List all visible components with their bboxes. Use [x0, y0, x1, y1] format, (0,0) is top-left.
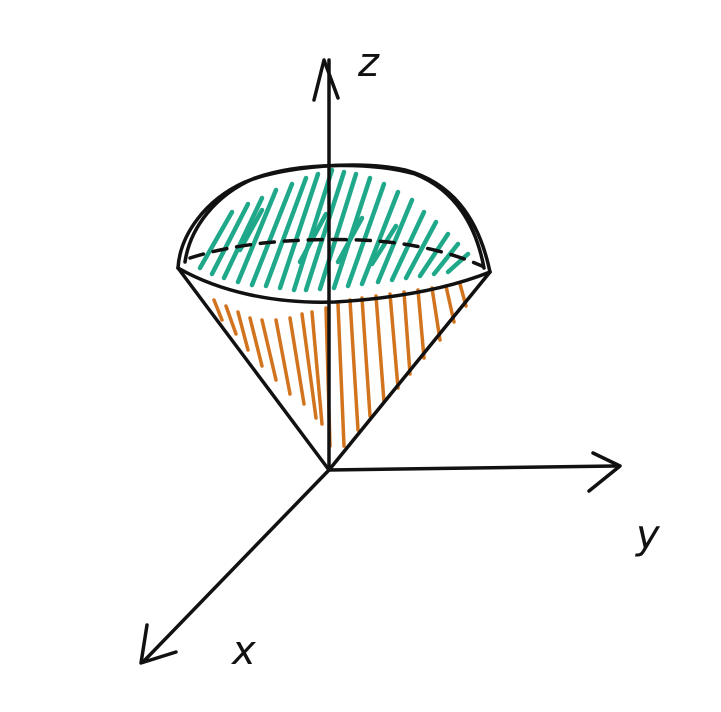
cone-hatch-stroke — [274, 318, 292, 396]
cap-hatch-stroke — [197, 209, 235, 271]
cap-hatch-stroke — [375, 197, 415, 285]
cap-hatch-stroke — [359, 189, 401, 287]
cap-hatch-stroke — [369, 223, 399, 267]
cone-hatch-stroke — [212, 298, 224, 322]
z-arrowhead — [312, 58, 340, 102]
x-axis-label: x — [230, 628, 256, 674]
cone-hatch-stroke — [348, 298, 360, 432]
cap-hatch-stroke — [335, 215, 365, 265]
cone-hatch-stroke — [248, 316, 264, 368]
cap-hatch-stroke — [277, 171, 321, 291]
y-arrowhead — [587, 451, 622, 493]
cap-hatch-stroke — [303, 169, 347, 293]
cap-hatch-stroke — [317, 171, 359, 292]
cone-hatch-stroke — [336, 302, 346, 448]
cone-hatch-stroke — [310, 310, 324, 426]
x-arrowhead — [139, 623, 178, 665]
cap-outline — [176, 163, 492, 274]
cone-hatch-stroke — [236, 310, 250, 352]
cone-hatch-stroke — [224, 304, 238, 336]
cap-hatch-stroke — [431, 241, 461, 277]
x-axis — [141, 468, 331, 664]
cap-hatch-stroke — [345, 181, 387, 289]
y-axis-label: y — [635, 512, 661, 558]
cone-hatch-stroke — [416, 288, 426, 360]
cap-hatch-stroke — [249, 181, 295, 288]
cone-hatch-stroke — [360, 296, 372, 418]
cap-hatch-stroke — [209, 201, 251, 277]
cone-left-edge — [176, 266, 331, 472]
cone-hatch-stroke — [374, 294, 386, 404]
cap-hatch-stroke — [221, 195, 265, 281]
cap-hatch-stroke — [291, 167, 335, 293]
cap-front-rim — [176, 266, 492, 304]
cone-right-edge — [327, 270, 492, 472]
cap-hatching — [197, 167, 471, 293]
cap-hatch-stroke — [263, 175, 309, 289]
cap-hatch-stroke — [297, 211, 329, 265]
cap-hatch-stroke — [235, 187, 279, 285]
cap-hatch-stroke — [403, 219, 439, 281]
cap-hatch-stroke — [237, 207, 265, 253]
cone-hatch-stroke — [300, 312, 318, 420]
z-axis-label: z — [357, 40, 380, 86]
cone-hatch-stroke — [260, 318, 278, 382]
y-axis — [327, 464, 617, 472]
cap-outline-stroke-2 — [183, 163, 486, 270]
cap-hatch-stroke — [445, 251, 471, 275]
cap-hatch-stroke — [417, 231, 451, 279]
cone-hatch-stroke — [288, 316, 306, 406]
cone-hatch-stroke — [430, 286, 442, 342]
cone-hatch-stroke — [388, 292, 400, 390]
cap-back-rim — [188, 237, 484, 268]
cone-hatch-stroke — [402, 290, 412, 376]
